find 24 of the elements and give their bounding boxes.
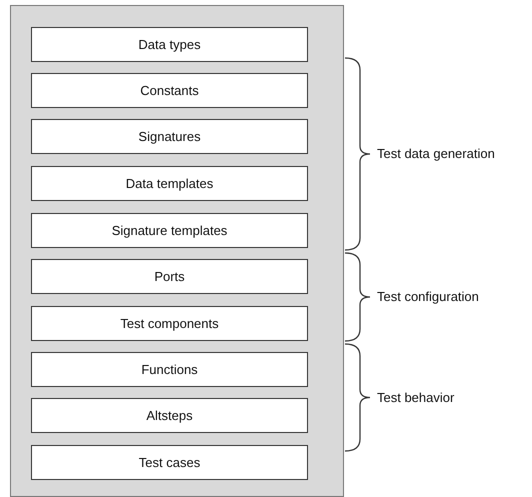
box-label: Data types	[138, 37, 201, 52]
component-box	[31, 166, 308, 201]
component-box	[31, 445, 308, 480]
group-label: Test behavior	[377, 390, 454, 404]
panel-background	[10, 5, 344, 497]
component-box	[31, 306, 308, 341]
box-label: Signature templates	[112, 223, 228, 238]
box-label: Ports	[154, 269, 185, 284]
group-label: Test configuration	[377, 289, 479, 304]
component-box	[31, 259, 308, 294]
box-label: Signatures	[138, 129, 201, 144]
box-label: Functions	[141, 362, 198, 377]
component-box	[31, 27, 308, 62]
component-box	[31, 73, 308, 108]
component-box	[31, 352, 308, 387]
box-label: Test cases	[138, 455, 200, 470]
box-label: Data templates	[126, 176, 214, 191]
component-box	[31, 398, 308, 433]
box-label: Constants	[140, 83, 199, 98]
box-label: Altsteps	[146, 408, 193, 423]
box-label: Test components	[120, 316, 219, 331]
component-box	[31, 213, 308, 248]
group-label: Test data generation	[377, 146, 495, 161]
component-box	[31, 119, 308, 154]
